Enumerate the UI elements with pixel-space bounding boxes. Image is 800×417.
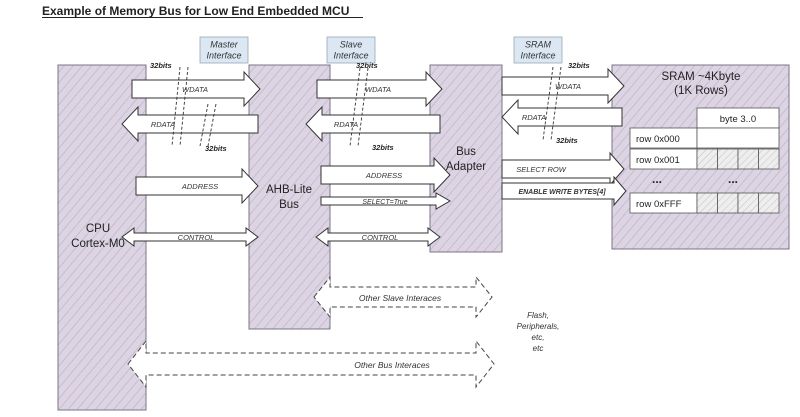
ahb-lite-bus-block: AHB-Lite Bus	[248, 64, 331, 330]
ahb-label-line2: Bus	[279, 199, 299, 211]
address-label-slave: ADDRESS	[365, 171, 402, 180]
adapter-label-line2: Adapter	[446, 161, 486, 173]
rdata-label-slave: RDATA	[334, 120, 358, 129]
other-bus-interfaces-arrow: Other Bus Interaces	[127, 339, 495, 389]
wdata-arrow-slave: WDATA	[316, 70, 443, 108]
select-true-label: SELECT=True	[362, 199, 407, 206]
slave-interface-tab: Slave Interface	[326, 36, 376, 64]
enable-write-label: ENABLE WRITE BYTES[4]	[518, 189, 606, 196]
bits-label-slave-top: 32bits	[356, 61, 378, 70]
rows-ellipsis-left: ...	[652, 172, 662, 186]
master-interface-line1: Master	[210, 40, 239, 50]
note-line-1: Flash,	[527, 311, 549, 320]
control-label-master: CONTROL	[178, 233, 215, 242]
other-slave-interfaces-arrow: Other Slave Interaces	[313, 275, 493, 319]
sram-table: byte 3..0 row 0x000 row 0x001 ... ... ro…	[629, 107, 780, 214]
row-2-bytes	[696, 192, 780, 214]
control-label-slave: CONTROL	[362, 233, 399, 242]
sram-interface-line2: Interface	[520, 51, 555, 61]
note-line-4: etc	[533, 344, 544, 353]
slave-interface-line1: Slave	[340, 40, 363, 50]
row-label-0: row 0x000	[636, 134, 680, 145]
rdata-label-master: RDATA	[151, 120, 175, 129]
cpu-label-line2: Cortex-M0	[71, 238, 125, 250]
sram-label-line1: SRAM ~4Kbyte	[662, 71, 741, 83]
note-line-3: etc,	[532, 333, 545, 342]
diagram-title: Example of Memory Bus for Low End Embedd…	[42, 4, 349, 18]
other-bus-label: Other Bus Interaces	[354, 360, 430, 370]
peripherals-note: Flash, Peripherals, etc, etc	[517, 311, 560, 353]
select-true-arrow: SELECT=True	[320, 192, 452, 210]
address-arrow-slave: ADDRESS	[320, 156, 451, 194]
sram-interface-line1: SRAM	[525, 40, 552, 50]
rows-ellipsis-right: ...	[728, 172, 738, 186]
wdata-label-master: WDATA	[182, 85, 208, 94]
address-arrow-master: ADDRESS	[135, 167, 259, 205]
control-arrow-master: CONTROL	[121, 227, 259, 247]
bits-label-master-bottom: 32bits	[205, 144, 227, 153]
sram-interface-tab: SRAM Interface	[513, 36, 563, 64]
rdata-arrow-master: RDATA	[121, 105, 259, 143]
bus-width-marker-slave: 32bits 32bits	[349, 61, 394, 152]
cpu-label-line1: CPU	[86, 223, 110, 235]
row-label-2: row 0xFFF	[636, 199, 682, 210]
row-1-bytes	[696, 148, 780, 170]
bus-adapter-block: Bus Adapter	[429, 64, 503, 253]
bits-label-sram-bottom: 32bits	[556, 136, 578, 145]
wdata-label-slave: WDATA	[365, 85, 391, 94]
bus-width-marker-master: 32bits 32bits	[150, 61, 227, 153]
row-label-1: row 0x001	[636, 155, 680, 166]
enable-write-bytes-arrow: ENABLE WRITE BYTES[4]	[501, 175, 627, 207]
bits-label-slave-bottom: 32bits	[372, 143, 394, 152]
master-interface-line2: Interface	[206, 51, 241, 61]
byte-header: byte 3..0	[720, 114, 756, 125]
adapter-label-line1: Bus	[456, 146, 476, 158]
wdata-label-sram: WDATA	[555, 82, 581, 91]
ahb-label-line1: AHB-Lite	[266, 184, 312, 196]
address-label-master: ADDRESS	[181, 182, 218, 191]
bits-label-sram-top: 32bits	[568, 61, 590, 70]
wdata-arrow-master: WDATA	[131, 70, 261, 108]
rdata-arrow-slave: RDATA	[305, 105, 441, 143]
row-0-bytes	[696, 127, 780, 149]
bits-label-master-top: 32bits	[150, 61, 172, 70]
rdata-label-sram: RDATA	[522, 113, 546, 122]
sram-label-line2: (1K Rows)	[674, 85, 728, 97]
bus-width-marker-sram: 32bits 32bits	[542, 61, 590, 145]
wdata-arrow-sram: WDATA	[501, 67, 625, 105]
slave-interface-line2: Interface	[333, 51, 368, 61]
select-row-arrow: SELECT ROW	[501, 151, 625, 187]
control-arrow-slave: CONTROL	[315, 227, 441, 247]
rdata-arrow-sram: RDATA	[501, 98, 623, 136]
select-row-label: SELECT ROW	[516, 165, 567, 174]
other-slave-label: Other Slave Interaces	[359, 293, 442, 303]
master-interface-tab: Master Interface	[199, 36, 249, 64]
note-line-2: Peripherals,	[517, 322, 560, 331]
